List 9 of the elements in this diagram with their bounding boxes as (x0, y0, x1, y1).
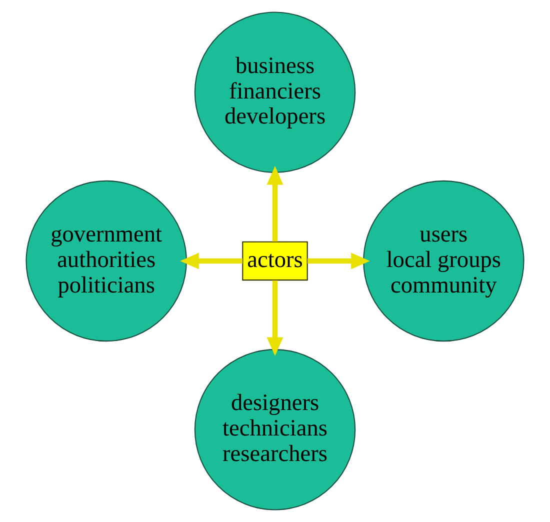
arrow (266, 166, 284, 242)
arrow (266, 280, 284, 356)
node-circle: users local groups community (363, 180, 524, 342)
arrow (180, 252, 242, 270)
node-circle: business financiers developers (194, 12, 356, 173)
node-circle: designers technicians researchers (194, 349, 356, 510)
node-circle: government authorities politicians (26, 180, 187, 342)
arrow (308, 252, 370, 270)
node-box: actors (242, 241, 308, 281)
